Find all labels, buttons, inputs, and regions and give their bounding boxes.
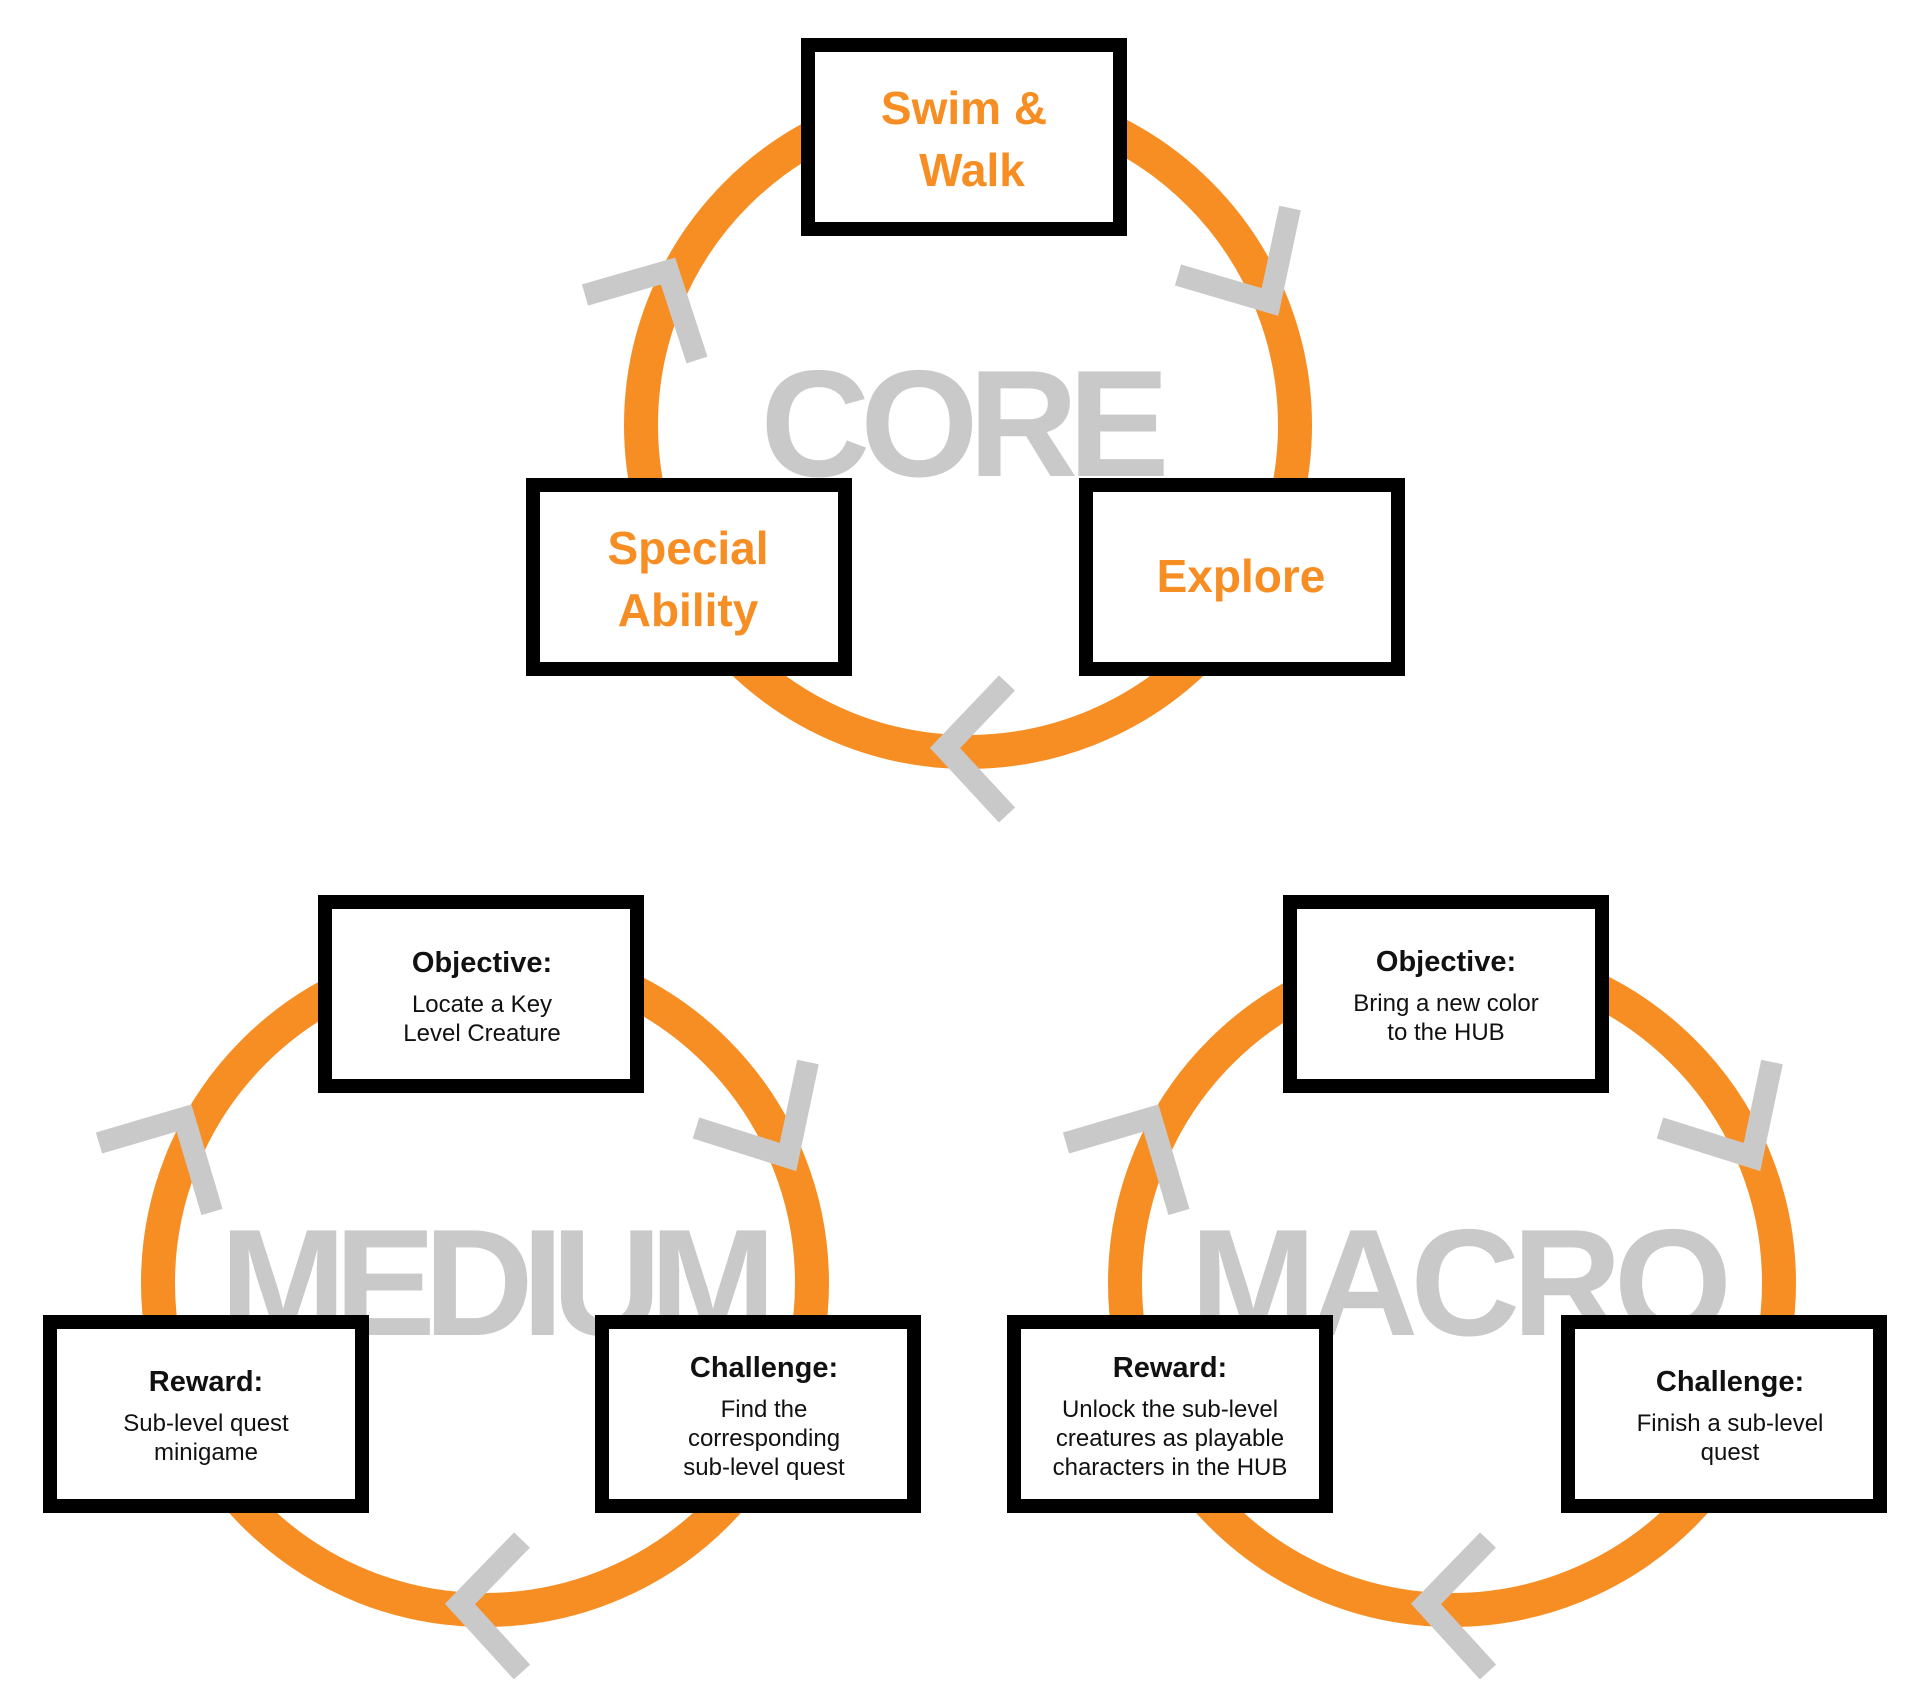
medium-arrow-top-left-icon [95, 1104, 223, 1216]
core-box-swim-walk: Swim & Walk [801, 38, 1127, 236]
macro-box-challenge: Challenge: Finish a sub-level quest [1561, 1315, 1887, 1513]
medium-arrow-right-icon [692, 1059, 819, 1172]
medium-challenge-heading: Challenge: [690, 1352, 838, 1384]
core-swim-walk-line2: Walk [919, 144, 1025, 196]
core-special-ability-line2: Ability [618, 584, 759, 636]
macro-challenge-line1: Finish a sub-level [1637, 1410, 1824, 1437]
macro-challenge-line2: quest [1701, 1439, 1760, 1466]
core-swim-walk-line1: Swim & [881, 82, 1047, 134]
medium-objective-heading: Objective: [412, 947, 552, 979]
macro-box-objective: Objective: Bring a new color to the HUB [1283, 895, 1609, 1093]
core-arrow-top-left-icon [581, 257, 708, 364]
macro-loop: MACRO Objective: Bring a new color to th… [1007, 895, 1887, 1680]
core-box-special-ability: Special Ability [526, 478, 852, 676]
medium-objective-line1: Locate a Key [412, 991, 552, 1018]
medium-reward-heading: Reward: [149, 1366, 263, 1398]
macro-objective-heading: Objective: [1376, 946, 1516, 978]
macro-objective-line1: Bring a new color [1353, 990, 1538, 1017]
medium-arrow-bottom-icon [444, 1532, 531, 1680]
medium-reward-line2: minigame [154, 1439, 258, 1466]
core-special-ability-line1: Special [607, 522, 768, 574]
medium-challenge-line1: Find the [721, 1396, 808, 1423]
core-arrow-bottom-icon [929, 675, 1016, 823]
core-explore-label: Explore [1157, 550, 1326, 602]
medium-challenge-line3: sub-level quest [683, 1454, 845, 1481]
core-arrow-right-icon [1174, 205, 1301, 316]
macro-arrow-top-left-icon [1062, 1104, 1190, 1216]
medium-box-challenge: Challenge: Find the corresponding sub-le… [595, 1315, 921, 1513]
macro-reward-line2: creatures as playable [1056, 1425, 1284, 1452]
macro-challenge-heading: Challenge: [1656, 1366, 1804, 1398]
macro-arrow-right-icon [1656, 1059, 1783, 1172]
core-box-explore: Explore [1079, 478, 1405, 676]
medium-box-objective: Objective: Locate a Key Level Creature [318, 895, 644, 1093]
medium-loop: MEDIUM Objective: Locate a Key Level Cre… [43, 895, 921, 1680]
medium-reward-line1: Sub-level quest [123, 1410, 289, 1437]
macro-reward-line1: Unlock the sub-level [1062, 1396, 1278, 1423]
core-loop: CORE Swim & Walk Special Ability Explore [526, 38, 1405, 823]
medium-objective-line2: Level Creature [403, 1020, 560, 1047]
macro-objective-line2: to the HUB [1387, 1019, 1504, 1046]
macro-reward-heading: Reward: [1113, 1352, 1227, 1384]
macro-reward-line3: characters in the HUB [1053, 1454, 1288, 1481]
medium-challenge-line2: corresponding [688, 1425, 840, 1452]
macro-box-reward: Reward: Unlock the sub-level creatures a… [1007, 1315, 1333, 1513]
medium-box-reward: Reward: Sub-level quest minigame [43, 1315, 369, 1513]
macro-arrow-bottom-icon [1410, 1532, 1497, 1680]
